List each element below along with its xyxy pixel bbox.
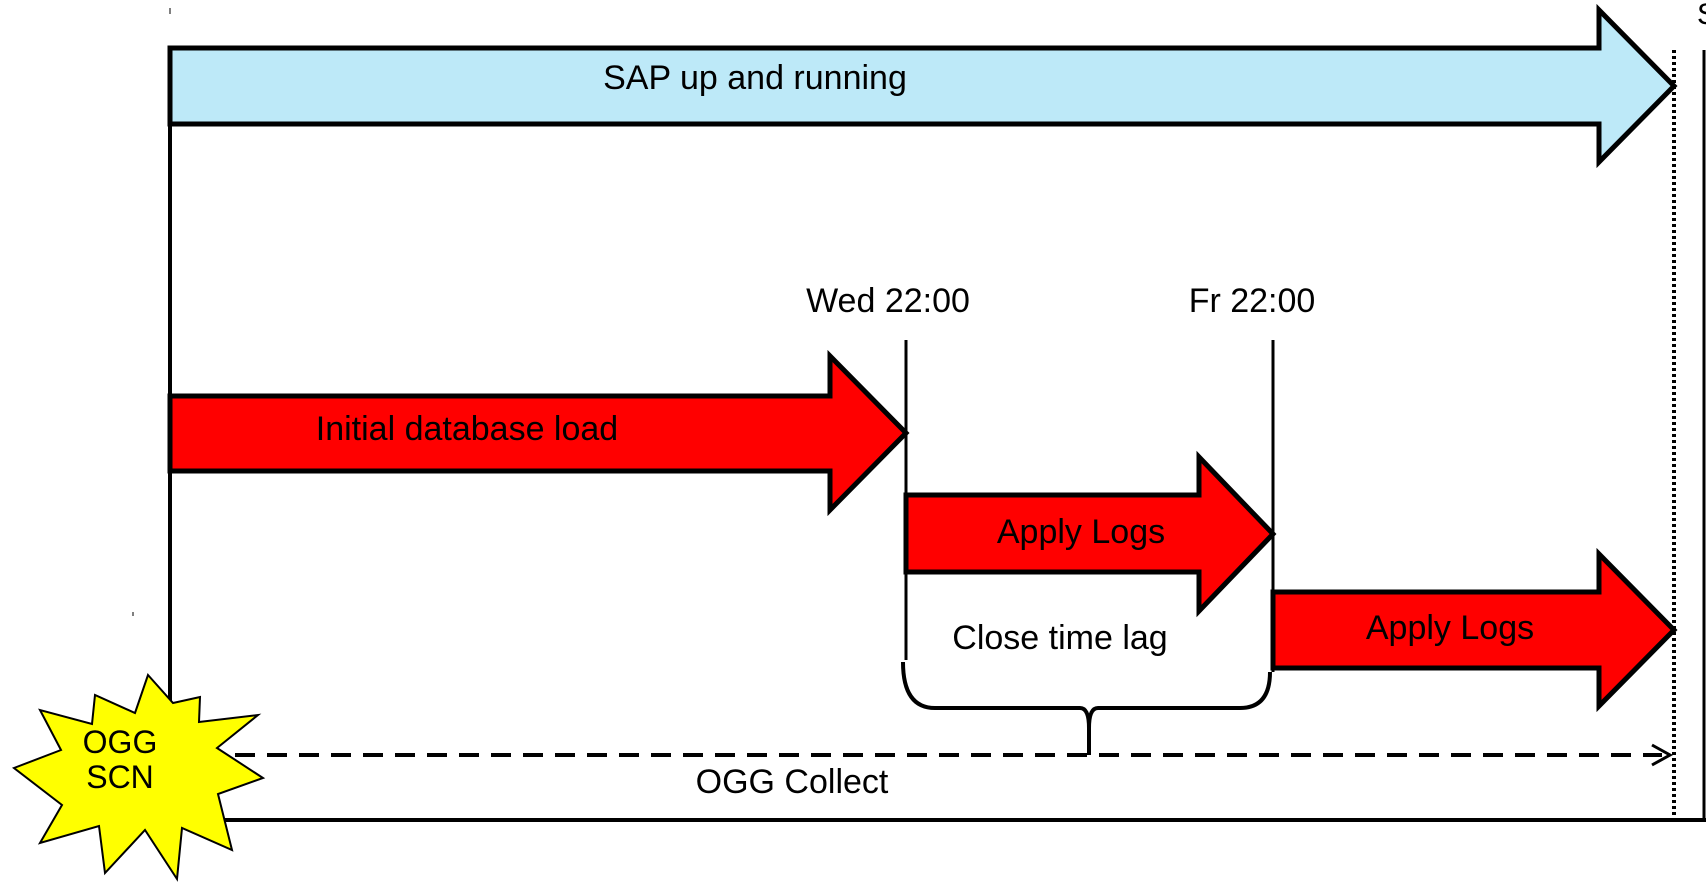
ogg-scn-starburst — [11, 673, 266, 882]
ogg-collect-label: OGG Collect — [696, 763, 889, 801]
apply-logs-label-1: Apply Logs — [997, 513, 1165, 551]
wed-marker-label: Wed 22:00 — [806, 282, 970, 320]
close-time-lag-brace — [901, 661, 1272, 755]
initial-load-label: Initial database load — [316, 410, 618, 448]
apply-logs-arrow-1 — [903, 450, 1277, 618]
sap-running-arrow — [167, 3, 1678, 169]
apply-logs-label-2: Apply Logs — [1366, 609, 1534, 647]
apply-logs-arrow-2 — [1270, 547, 1678, 713]
starburst-label-line-2: SCN — [86, 759, 154, 795]
starburst-label-line-1: OGG — [83, 724, 158, 760]
sap-running-label: SAP up and running — [603, 59, 907, 97]
close-time-lag-label: Close time lag — [952, 619, 1167, 657]
initial-load-arrow — [167, 349, 910, 517]
ogg-collect-arrowhead — [1651, 743, 1674, 767]
fri-marker-label: Fr 22:00 — [1189, 282, 1316, 320]
top-right-glyph: S — [1697, 0, 1706, 31]
